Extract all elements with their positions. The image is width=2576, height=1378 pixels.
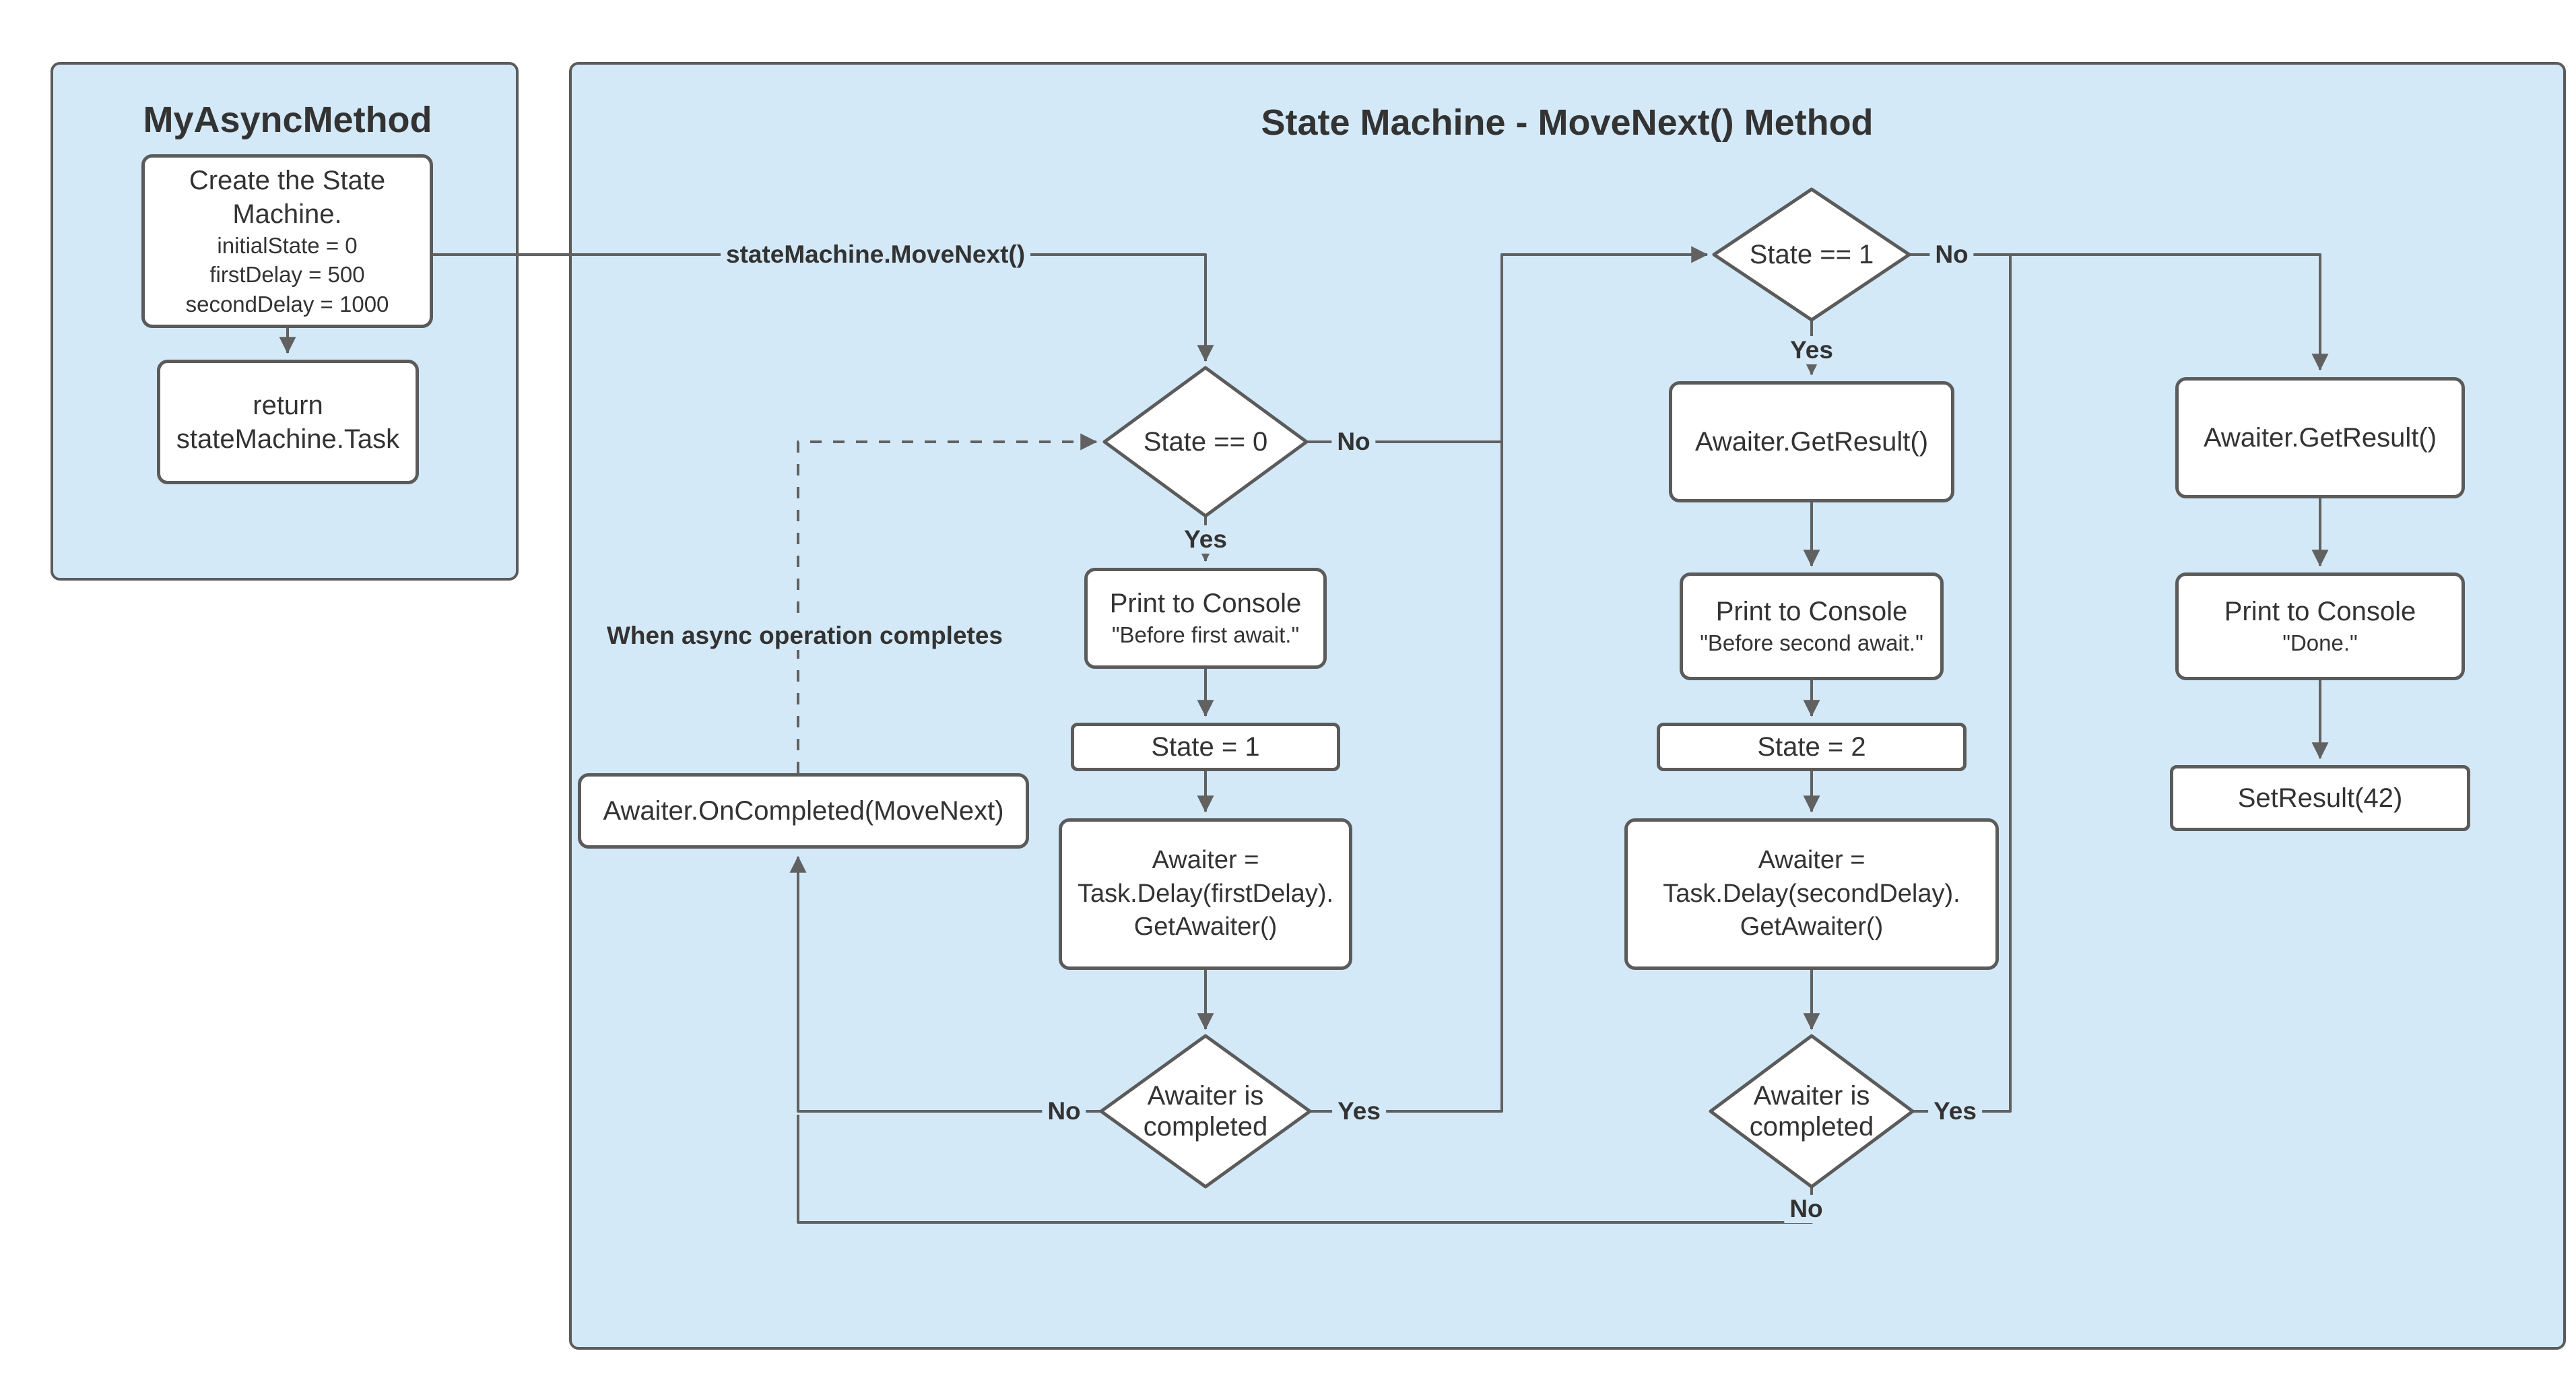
check2-no-label: No: [1784, 1195, 1828, 1223]
edge-state0-no: [1307, 246, 1709, 443]
edge-check1-yes: [1310, 442, 1503, 1113]
my-async-method-title: MyAsyncMethod: [143, 100, 432, 140]
edge-oncompleted-callback: [797, 433, 1098, 773]
edge-movenext-entry: [433, 253, 1214, 362]
awaiter-second-line2: Task.Delay(secondDelay).: [1663, 879, 1960, 908]
get-result-3-box: Awaiter.GetResult(): [2175, 377, 2465, 498]
state-eq-0-label: State == 0: [1143, 427, 1268, 457]
state-2-text: State = 2: [1757, 732, 1866, 762]
awaiter-second-line1: Awaiter =: [1758, 846, 1865, 875]
return-task-text: return stateMachine.Task: [176, 390, 400, 454]
print-done-quote: "Done.": [2282, 630, 2358, 656]
create-state-machine-box: Create the State Machine. initialState =…: [141, 154, 433, 328]
set-result-box: SetResult(42): [2170, 765, 2470, 831]
print-first-box: Print to Console "Before first await.": [1084, 568, 1327, 669]
check2-yes-label: Yes: [1928, 1097, 1982, 1125]
get-result-2-text: Awaiter.GetResult(): [1694, 427, 1929, 457]
awaiter-second-box: Awaiter = Task.Delay(secondDelay). GetAw…: [1624, 818, 1999, 970]
state-eq-1-label: State == 1: [1749, 240, 1874, 269]
state0-no-label: No: [1331, 428, 1376, 456]
state0-yes-label: Yes: [1179, 525, 1232, 554]
awaiter-completed-1-diamond: [1099, 1034, 1312, 1189]
state-2-box: State = 2: [1657, 723, 1967, 771]
awaiter-first-line1: Awaiter =: [1152, 846, 1259, 875]
movenext-edge-label: stateMachine.MoveNext(): [720, 240, 1031, 269]
print-done-box: Print to Console "Done.": [2175, 572, 2465, 680]
print-second-quote: "Before second await.": [1700, 630, 1923, 656]
state-machine-title: State Machine - MoveNext() Method: [1261, 102, 1874, 143]
state1q-yes-label: Yes: [1785, 336, 1839, 364]
print-second-title: Print to Console: [1715, 597, 1908, 627]
second-delay-line: secondDelay = 1000: [185, 291, 389, 317]
state-1-text: State = 1: [1151, 732, 1260, 762]
get-result-3-text: Awaiter.GetResult(): [2203, 423, 2437, 453]
edge-check1-no: [789, 855, 1101, 1113]
set-result-text: SetResult(42): [2237, 783, 2403, 813]
awaiter-first-line2: Task.Delay(firstDelay).: [1077, 879, 1334, 908]
awaiter-completed-1-label: Awaiter is completed: [1143, 1081, 1268, 1142]
first-delay-line: firstDelay = 500: [209, 262, 365, 288]
return-task-box: return stateMachine.Task: [157, 360, 419, 484]
state-machine-panel: [569, 62, 2566, 1350]
print-second-box: Print to Console "Before second await.": [1680, 572, 1944, 680]
when-async-completes-label: When async operation completes: [601, 622, 1009, 650]
state-eq-0-diamond: [1102, 366, 1309, 518]
state-1-box: State = 1: [1071, 723, 1340, 771]
awaiter-completed-2-diamond: [1709, 1034, 1915, 1189]
state1q-no-label: No: [1929, 240, 1974, 269]
on-completed-text: Awaiter.OnCompleted(MoveNext): [603, 796, 1004, 826]
on-completed-box: Awaiter.OnCompleted(MoveNext): [578, 773, 1029, 849]
state-eq-1-diamond: [1712, 187, 1911, 322]
check1-yes-label: Yes: [1332, 1097, 1386, 1125]
awaiter-first-box: Awaiter = Task.Delay(firstDelay). GetAwa…: [1059, 818, 1352, 970]
awaiter-second-line3: GetAwaiter(): [1740, 913, 1884, 942]
create-state-machine-text: Create the State Machine.: [189, 165, 386, 229]
check1-no-label: No: [1042, 1097, 1086, 1125]
print-first-title: Print to Console: [1109, 589, 1302, 619]
print-done-title: Print to Console: [2224, 597, 2416, 627]
awaiter-first-line3: GetAwaiter(): [1133, 913, 1278, 942]
edge-check2-no: [797, 1115, 1813, 1224]
edge-state1q-no: [1909, 253, 2329, 371]
get-result-2-box: Awaiter.GetResult(): [1669, 381, 1954, 502]
awaiter-completed-2-label: Awaiter is completed: [1749, 1081, 1874, 1142]
initial-state-line: initialState = 0: [217, 232, 358, 258]
print-first-quote: "Before first await.": [1111, 622, 1300, 648]
